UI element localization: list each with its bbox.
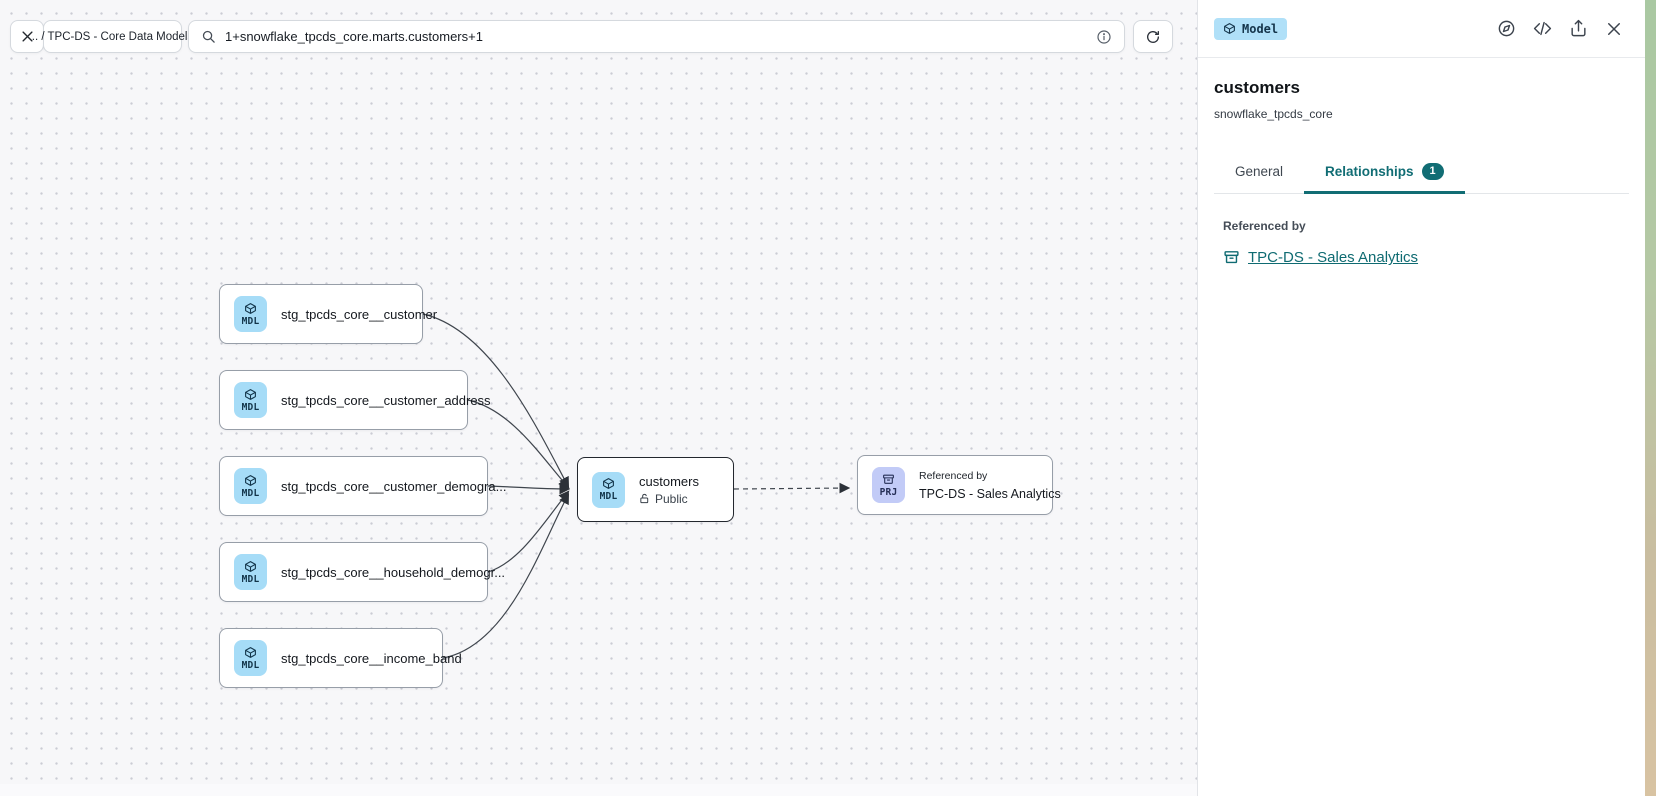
breadcrumb[interactable]: .. / TPC-DS - Core Data Models bbox=[32, 20, 193, 53]
explore-lineage-icon[interactable] bbox=[1497, 19, 1516, 38]
resource-type-label: Model bbox=[1242, 21, 1279, 36]
badge-label: MDL bbox=[241, 659, 260, 671]
refresh-icon bbox=[1145, 29, 1161, 45]
node-customers-selected[interactable]: MDL customers Public bbox=[577, 457, 734, 522]
cube-icon bbox=[244, 560, 257, 573]
cube-icon bbox=[244, 302, 257, 315]
lineage-canvas[interactable]: MDL stg_tpcds_core__customer MDL stg_tpc… bbox=[0, 0, 1197, 796]
lineage-selector-bar bbox=[188, 20, 1125, 53]
node-caption: Referenced by bbox=[919, 469, 988, 482]
tab-label: Relationships bbox=[1325, 164, 1414, 180]
badge-label: MDL bbox=[241, 401, 260, 413]
archive-icon bbox=[882, 473, 895, 486]
visibility-label: Public bbox=[655, 491, 688, 506]
node-referencing-project[interactable]: PRJ Referenced by TPC-DS - Sales Analyti… bbox=[857, 455, 1061, 515]
section-label: Referenced by bbox=[1223, 219, 1306, 234]
unlock-icon bbox=[639, 493, 650, 504]
relationships-count-badge: 1 bbox=[1421, 163, 1444, 181]
model-type-badge: MDL bbox=[234, 468, 267, 504]
canvas-bottom-strip bbox=[0, 784, 1197, 796]
code-icon[interactable] bbox=[1533, 19, 1552, 38]
cube-icon bbox=[602, 477, 615, 490]
panel-tabs: General Relationships 1 bbox=[1214, 151, 1629, 195]
node-stg-tpcds-core-income-band[interactable]: MDL stg_tpcds_core__income_band bbox=[219, 628, 462, 688]
node-label: stg_tpcds_core__customer_address bbox=[281, 392, 491, 408]
reference-row[interactable]: TPC-DS - Sales Analytics bbox=[1223, 249, 1620, 266]
node-stg-tpcds-core-household-demographics[interactable]: MDL stg_tpcds_core__household_demogr... bbox=[219, 542, 505, 602]
cube-icon bbox=[244, 646, 257, 659]
close-icon bbox=[20, 29, 35, 44]
tab-general[interactable]: General bbox=[1214, 151, 1304, 193]
cube-icon bbox=[1223, 22, 1236, 35]
breadcrumb-label: .. / TPC-DS - Core Data Models bbox=[31, 30, 194, 43]
model-type-badge: MDL bbox=[234, 382, 267, 418]
cube-icon bbox=[244, 388, 257, 401]
info-icon[interactable] bbox=[1096, 29, 1112, 45]
node-label: TPC-DS - Sales Analytics bbox=[919, 486, 1061, 501]
close-lineage-button[interactable] bbox=[10, 20, 44, 53]
search-icon bbox=[201, 29, 216, 44]
model-type-badge: MDL bbox=[234, 640, 267, 676]
badge-label: MDL bbox=[599, 491, 618, 502]
referenced-project-link[interactable]: TPC-DS - Sales Analytics bbox=[1248, 249, 1419, 267]
details-panel: Model customers snowflake_tpcds_core bbox=[1197, 0, 1645, 796]
badge-label: PRJ bbox=[879, 486, 898, 498]
page-title: customers bbox=[1214, 78, 1300, 97]
tab-relationships[interactable]: Relationships 1 bbox=[1304, 151, 1465, 195]
lineage-edges bbox=[422, 313, 851, 659]
badge-label: MDL bbox=[241, 573, 260, 585]
node-label: stg_tpcds_core__income_band bbox=[281, 650, 462, 666]
refresh-button[interactable] bbox=[1133, 20, 1173, 53]
project-subtitle: snowflake_tpcds_core bbox=[1214, 107, 1333, 121]
badge-label: MDL bbox=[241, 315, 260, 327]
node-label: stg_tpcds_core__customer_demogra... bbox=[281, 478, 507, 494]
referenced-by-section: Referenced by TPC-DS - Sales Analytics bbox=[1214, 194, 1629, 266]
tab-label: General bbox=[1235, 164, 1284, 180]
project-archive-icon bbox=[1223, 249, 1240, 266]
node-label: stg_tpcds_core__customer bbox=[281, 306, 438, 322]
lineage-selector-input[interactable] bbox=[225, 29, 1087, 44]
cube-icon bbox=[244, 474, 257, 487]
close-panel-icon[interactable] bbox=[1605, 20, 1623, 38]
project-type-badge: PRJ bbox=[872, 467, 905, 503]
model-type-badge: MDL bbox=[234, 296, 267, 332]
node-stg-tpcds-core-customer[interactable]: MDL stg_tpcds_core__customer bbox=[219, 284, 437, 344]
panel-header: Model bbox=[1198, 0, 1645, 58]
node-label: stg_tpcds_core__household_demogr... bbox=[281, 564, 506, 580]
node-stg-tpcds-core-customer-demographics[interactable]: MDL stg_tpcds_core__customer_demogra... bbox=[219, 456, 506, 516]
model-type-badge: MDL bbox=[234, 554, 267, 590]
model-type-badge: MDL bbox=[592, 471, 625, 508]
node-label: customers bbox=[639, 473, 699, 489]
badge-label: MDL bbox=[241, 487, 260, 499]
node-stg-tpcds-core-customer-address[interactable]: MDL stg_tpcds_core__customer_address bbox=[219, 370, 491, 430]
resource-type-badge: Model bbox=[1214, 17, 1288, 40]
share-icon[interactable] bbox=[1569, 19, 1588, 38]
